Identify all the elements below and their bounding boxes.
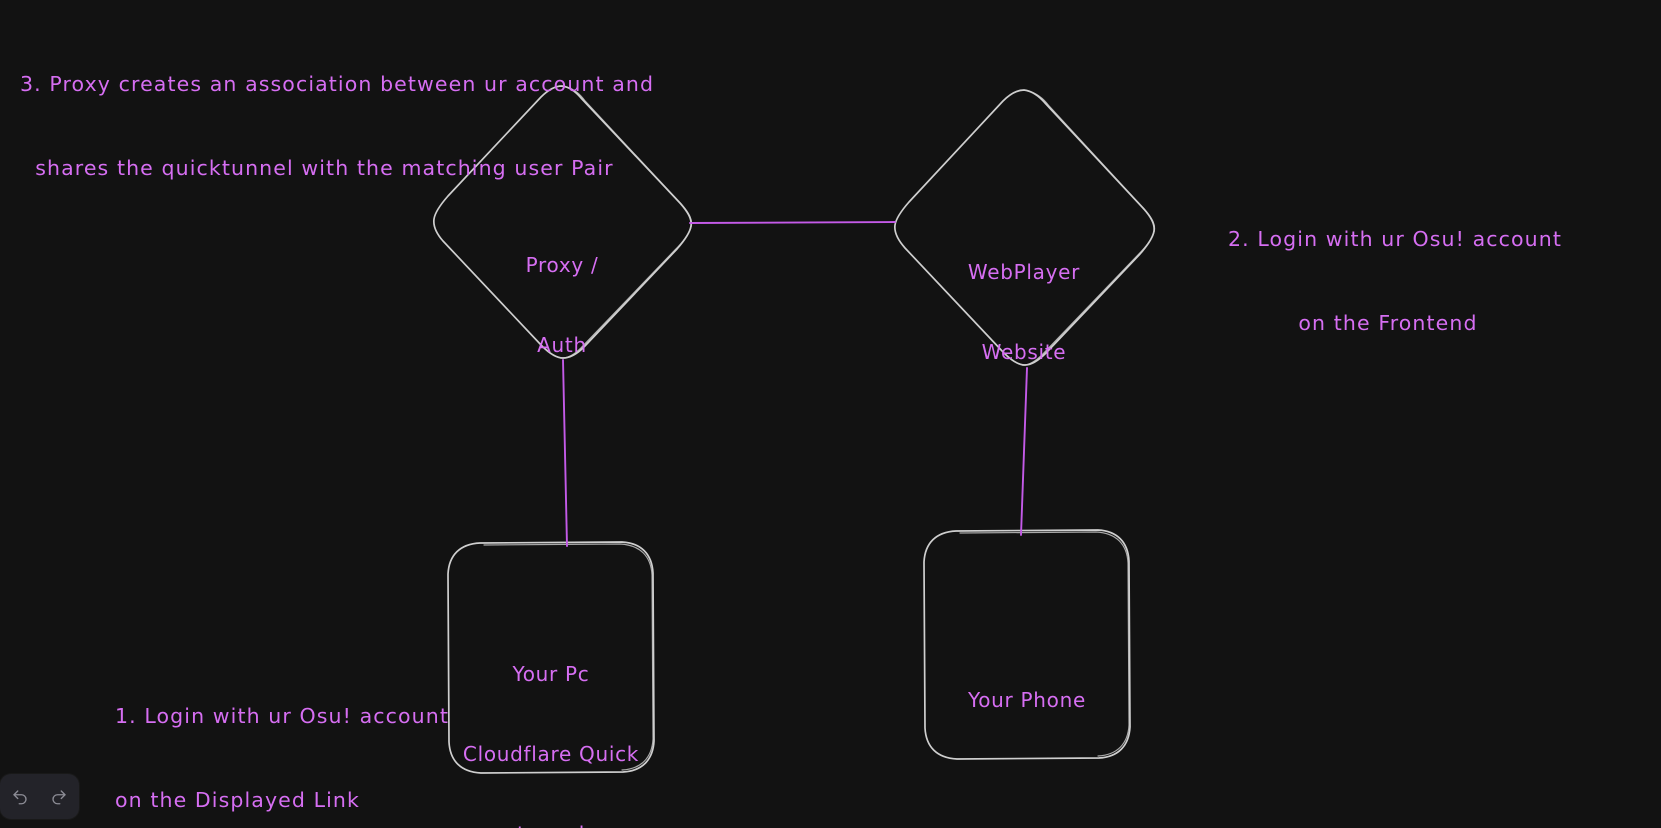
undo-button[interactable] (4, 781, 36, 813)
shape-diamond-webplayer-website[interactable] (893, 89, 1156, 366)
label-proxy-auth-line-2: Auth (537, 332, 587, 357)
label-webplayer-website-line-2: Website (981, 339, 1067, 364)
note-step-2-line-1: 2. Login with ur Osu! account (1228, 226, 1562, 251)
label-webplayer-website-line-1: WebPlayer (967, 259, 1081, 284)
shape-rect-your-phone[interactable] (923, 529, 1131, 760)
connector-proxy-to-your-pc[interactable] (562, 359, 568, 547)
history-toolbar (0, 774, 79, 819)
label-your-pc-line-3: tunnel (451, 821, 651, 828)
label-your-phone-line-1: Your Phone (967, 687, 1086, 712)
redo-arrow-icon (50, 788, 68, 806)
connector-webplayer-to-your-phone[interactable] (1020, 367, 1028, 536)
note-step-3-line-2: shares the quicktunnel with the matching… (20, 156, 614, 181)
note-step-2-line-2: on the Frontend (1298, 311, 1478, 336)
label-your-pc[interactable]: Your Pc Cloudflare Quick tunnel Webserve… (451, 607, 651, 828)
shape-diamond-proxy-auth[interactable] (432, 85, 693, 359)
label-proxy-auth-line-1: Proxy / (525, 252, 599, 277)
note-step-1[interactable]: 1. Login with ur Osu! account on the Dis… (115, 645, 449, 828)
note-step-1-line-1: 1. Login with ur Osu! account (115, 703, 449, 728)
undo-arrow-icon (11, 788, 29, 806)
note-step-3-line-1: 3. Proxy creates an association between … (20, 71, 655, 96)
shape-rect-your-pc[interactable] (447, 541, 655, 774)
redo-button[interactable] (43, 781, 75, 813)
connector-proxy-to-webplayer[interactable] (689, 221, 896, 224)
label-your-phone[interactable]: Your Phone (927, 633, 1127, 767)
note-step-3[interactable]: 3. Proxy creates an association between … (20, 13, 654, 239)
note-step-2[interactable]: 2. Login with ur Osu! account on the Fro… (1228, 168, 1562, 394)
label-your-pc-line-2: Cloudflare Quick (462, 741, 640, 766)
label-webplayer-website[interactable]: WebPlayer Website (924, 205, 1124, 419)
note-step-1-line-2: on the Displayed Link (115, 788, 360, 813)
label-your-pc-line-1: Your Pc (512, 661, 590, 686)
label-proxy-auth[interactable]: Proxy / Auth (462, 198, 662, 412)
